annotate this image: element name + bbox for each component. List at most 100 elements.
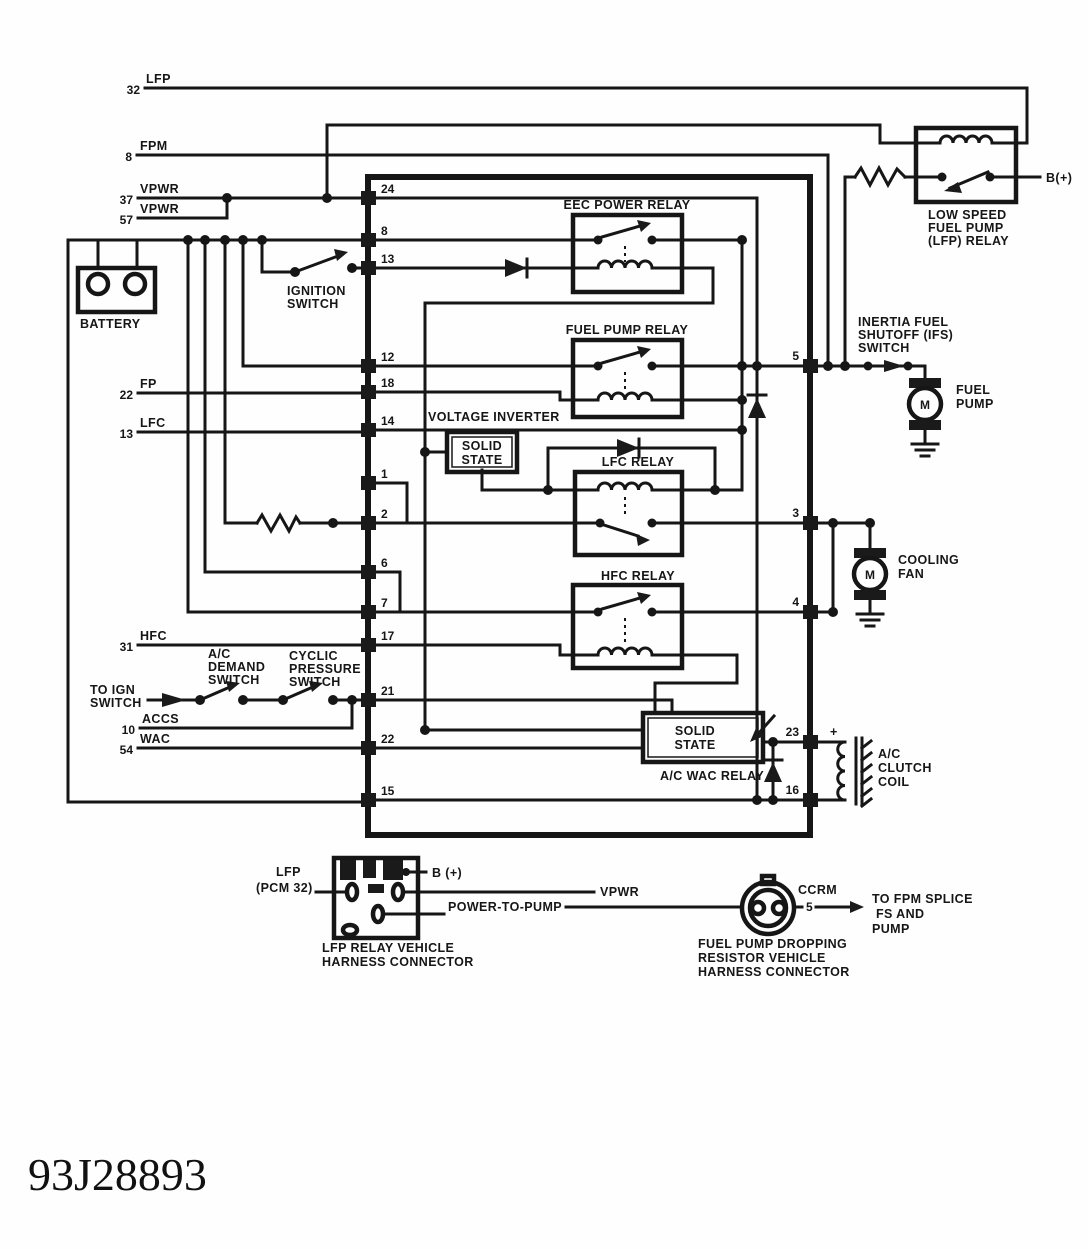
pin-8: 8 — [381, 224, 388, 238]
cooling-fan-motor-m: M — [865, 568, 875, 582]
b-plus-label: B(+) — [1046, 171, 1072, 185]
pcm-57-name: VPWR — [140, 202, 179, 216]
drawing-number: 93J28893 — [28, 1149, 207, 1200]
fuel-pump-relay-label: FUEL PUMP RELAY — [566, 323, 689, 337]
lfp-relay-label-3: (LFP) RELAY — [928, 234, 1009, 248]
pcm-10-name: ACCS — [142, 712, 179, 726]
clutch-plus-mark: + — [830, 725, 838, 739]
ac-demand-switch: A/C DEMAND SWITCH — [162, 647, 265, 707]
pin-7: 7 — [381, 596, 388, 610]
module-pin-stubs — [361, 191, 818, 807]
ac-demand-label-3: SWITCH — [208, 673, 260, 687]
lfp-relay-label-1: LOW SPEED — [928, 208, 1007, 222]
ignition-label-2: SWITCH — [287, 297, 339, 311]
hfc-relay: HFC RELAY — [570, 569, 685, 671]
pcm-32-name: LFP — [146, 72, 171, 86]
pcm-31-num: 31 — [120, 640, 134, 654]
wac-solid-label: SOLID — [675, 724, 715, 738]
connector-pcm32-label: (PCM 32) — [256, 881, 313, 895]
ccrm-label: CCRM — [798, 883, 837, 897]
ac-clutch-label-1: A/C — [878, 747, 901, 761]
fuel-pump-relay-coil — [596, 391, 654, 402]
cooling-fan-motor: M COOLING FAN — [851, 548, 959, 600]
pcm-22-num: 22 — [120, 388, 134, 402]
to-ign-label-1: TO IGN — [90, 683, 135, 697]
fuel-pump-motor: M FUEL PUMP — [906, 378, 994, 430]
connector-power-to-pump-label: POWER-TO-PUMP — [448, 900, 562, 914]
ac-clutch-label-3: COIL — [878, 775, 909, 789]
connector-vpwr-label: VPWR — [600, 885, 639, 899]
ac-wac-relay-label: A/C WAC RELAY — [660, 769, 764, 783]
pcm-10-num: 10 — [122, 723, 136, 737]
pin-4: 4 — [792, 595, 799, 609]
lfc-relay: LFC RELAY — [572, 455, 685, 558]
fuel-pump-relay: FUEL PUMP RELAY — [566, 323, 689, 420]
resistor-lfp-relay — [852, 164, 908, 189]
fpm-splice-note-3: PUMP — [872, 922, 910, 936]
pin-15: 15 — [381, 784, 395, 798]
lfc-relay-coil — [596, 481, 654, 492]
battery-label: BATTERY — [80, 317, 141, 331]
pcm-13-num: 13 — [120, 427, 134, 441]
pin-13: 13 — [381, 252, 395, 266]
fuel-pump-label-1: FUEL — [956, 383, 990, 397]
diode-pin13 — [505, 257, 529, 279]
diode-fuel-pump-relay — [746, 393, 768, 418]
ccrm-pin-5: 5 — [806, 900, 813, 914]
lfp-relay-coil — [938, 134, 994, 145]
fpm-splice-note-1: TO FPM SPLICE — [872, 892, 973, 906]
junction-dots — [183, 193, 875, 876]
inverter-state-label: STATE — [461, 453, 502, 467]
ifs-label-1: INERTIA FUEL — [858, 315, 948, 329]
wac-state-label: STATE — [674, 738, 715, 752]
pin-18: 18 — [381, 376, 395, 390]
inverter-solid-label: SOLID — [462, 439, 502, 453]
cyclic-label-3: SWITCH — [289, 675, 341, 689]
dropping-connector-caption-1: FUEL PUMP DROPPING — [698, 937, 847, 951]
pin-3: 3 — [792, 506, 799, 520]
pcm-57-num: 57 — [120, 213, 134, 227]
ac-clutch-label-2: CLUTCH — [878, 761, 932, 775]
connector-bplus-label: B (+) — [432, 866, 462, 880]
dropping-connector-caption-2: RESISTOR VEHICLE — [698, 951, 826, 965]
lfp-relay-harness-connector: LFP (PCM 32) B (+) VPWR POWER-TO-PUMP LF… — [256, 855, 639, 969]
pin-16: 16 — [786, 783, 800, 797]
diode-lfc-relay — [617, 437, 641, 459]
ac-wac-relay: SOLID STATE A/C WAC RELAY — [640, 710, 777, 783]
ifs-label-2: SHUTOFF (IFS) — [858, 328, 953, 342]
ignition-label-1: IGNITION — [287, 284, 346, 298]
cooling-fan-label-2: FAN — [898, 567, 924, 581]
fpm-splice-note-2: FS AND — [876, 907, 924, 921]
pcm-22-name: FP — [140, 377, 157, 391]
lfp-connector-caption-2: HARNESS CONNECTOR — [322, 955, 474, 969]
dropping-connector-caption-3: HARNESS CONNECTOR — [698, 965, 850, 979]
pcm-54-name: WAC — [140, 732, 170, 746]
connector-lfp-label: LFP — [276, 865, 301, 879]
diode-ac-clutch — [762, 758, 784, 782]
pin-6: 6 — [381, 556, 388, 570]
fuel-pump-label-2: PUMP — [956, 397, 994, 411]
resistor-battery-feed — [254, 511, 303, 535]
pin-22: 22 — [381, 732, 395, 746]
module-pin-labels: 24 8 13 12 18 14 1 2 6 7 17 21 22 15 5 3… — [381, 182, 799, 798]
pcm-13-name: LFC — [140, 416, 166, 430]
pin-23: 23 — [786, 725, 800, 739]
pin-24: 24 — [381, 182, 395, 196]
pin-17: 17 — [381, 629, 395, 643]
pcm-8-num: 8 — [125, 150, 132, 164]
pin-1: 1 — [381, 467, 388, 481]
to-ign-switch-label: TO IGN SWITCH — [90, 683, 142, 710]
dropping-resistor-connector: CCRM 5 TO FPM SPLICE FS AND PUMP FUEL PU… — [698, 873, 973, 979]
battery: BATTERY — [75, 265, 158, 331]
eec-relay-coil — [596, 259, 654, 270]
to-ign-label-2: SWITCH — [90, 696, 142, 710]
pcm-8-name: FPM — [140, 139, 168, 153]
eec-power-relay: EEC POWER RELAY — [563, 198, 690, 295]
eec-power-relay-label: EEC POWER RELAY — [563, 198, 690, 212]
pcm-37-num: 37 — [120, 193, 134, 207]
cyclic-pressure-switch: CYCLIC PRESSURE SWITCH — [278, 649, 361, 705]
inertia-fuel-shutoff-switch: INERTIA FUEL SHUTOFF (IFS) SWITCH — [858, 315, 953, 372]
ac-clutch-coil: + A/C CLUTCH COIL — [830, 725, 932, 809]
hfc-relay-coil — [596, 646, 654, 657]
